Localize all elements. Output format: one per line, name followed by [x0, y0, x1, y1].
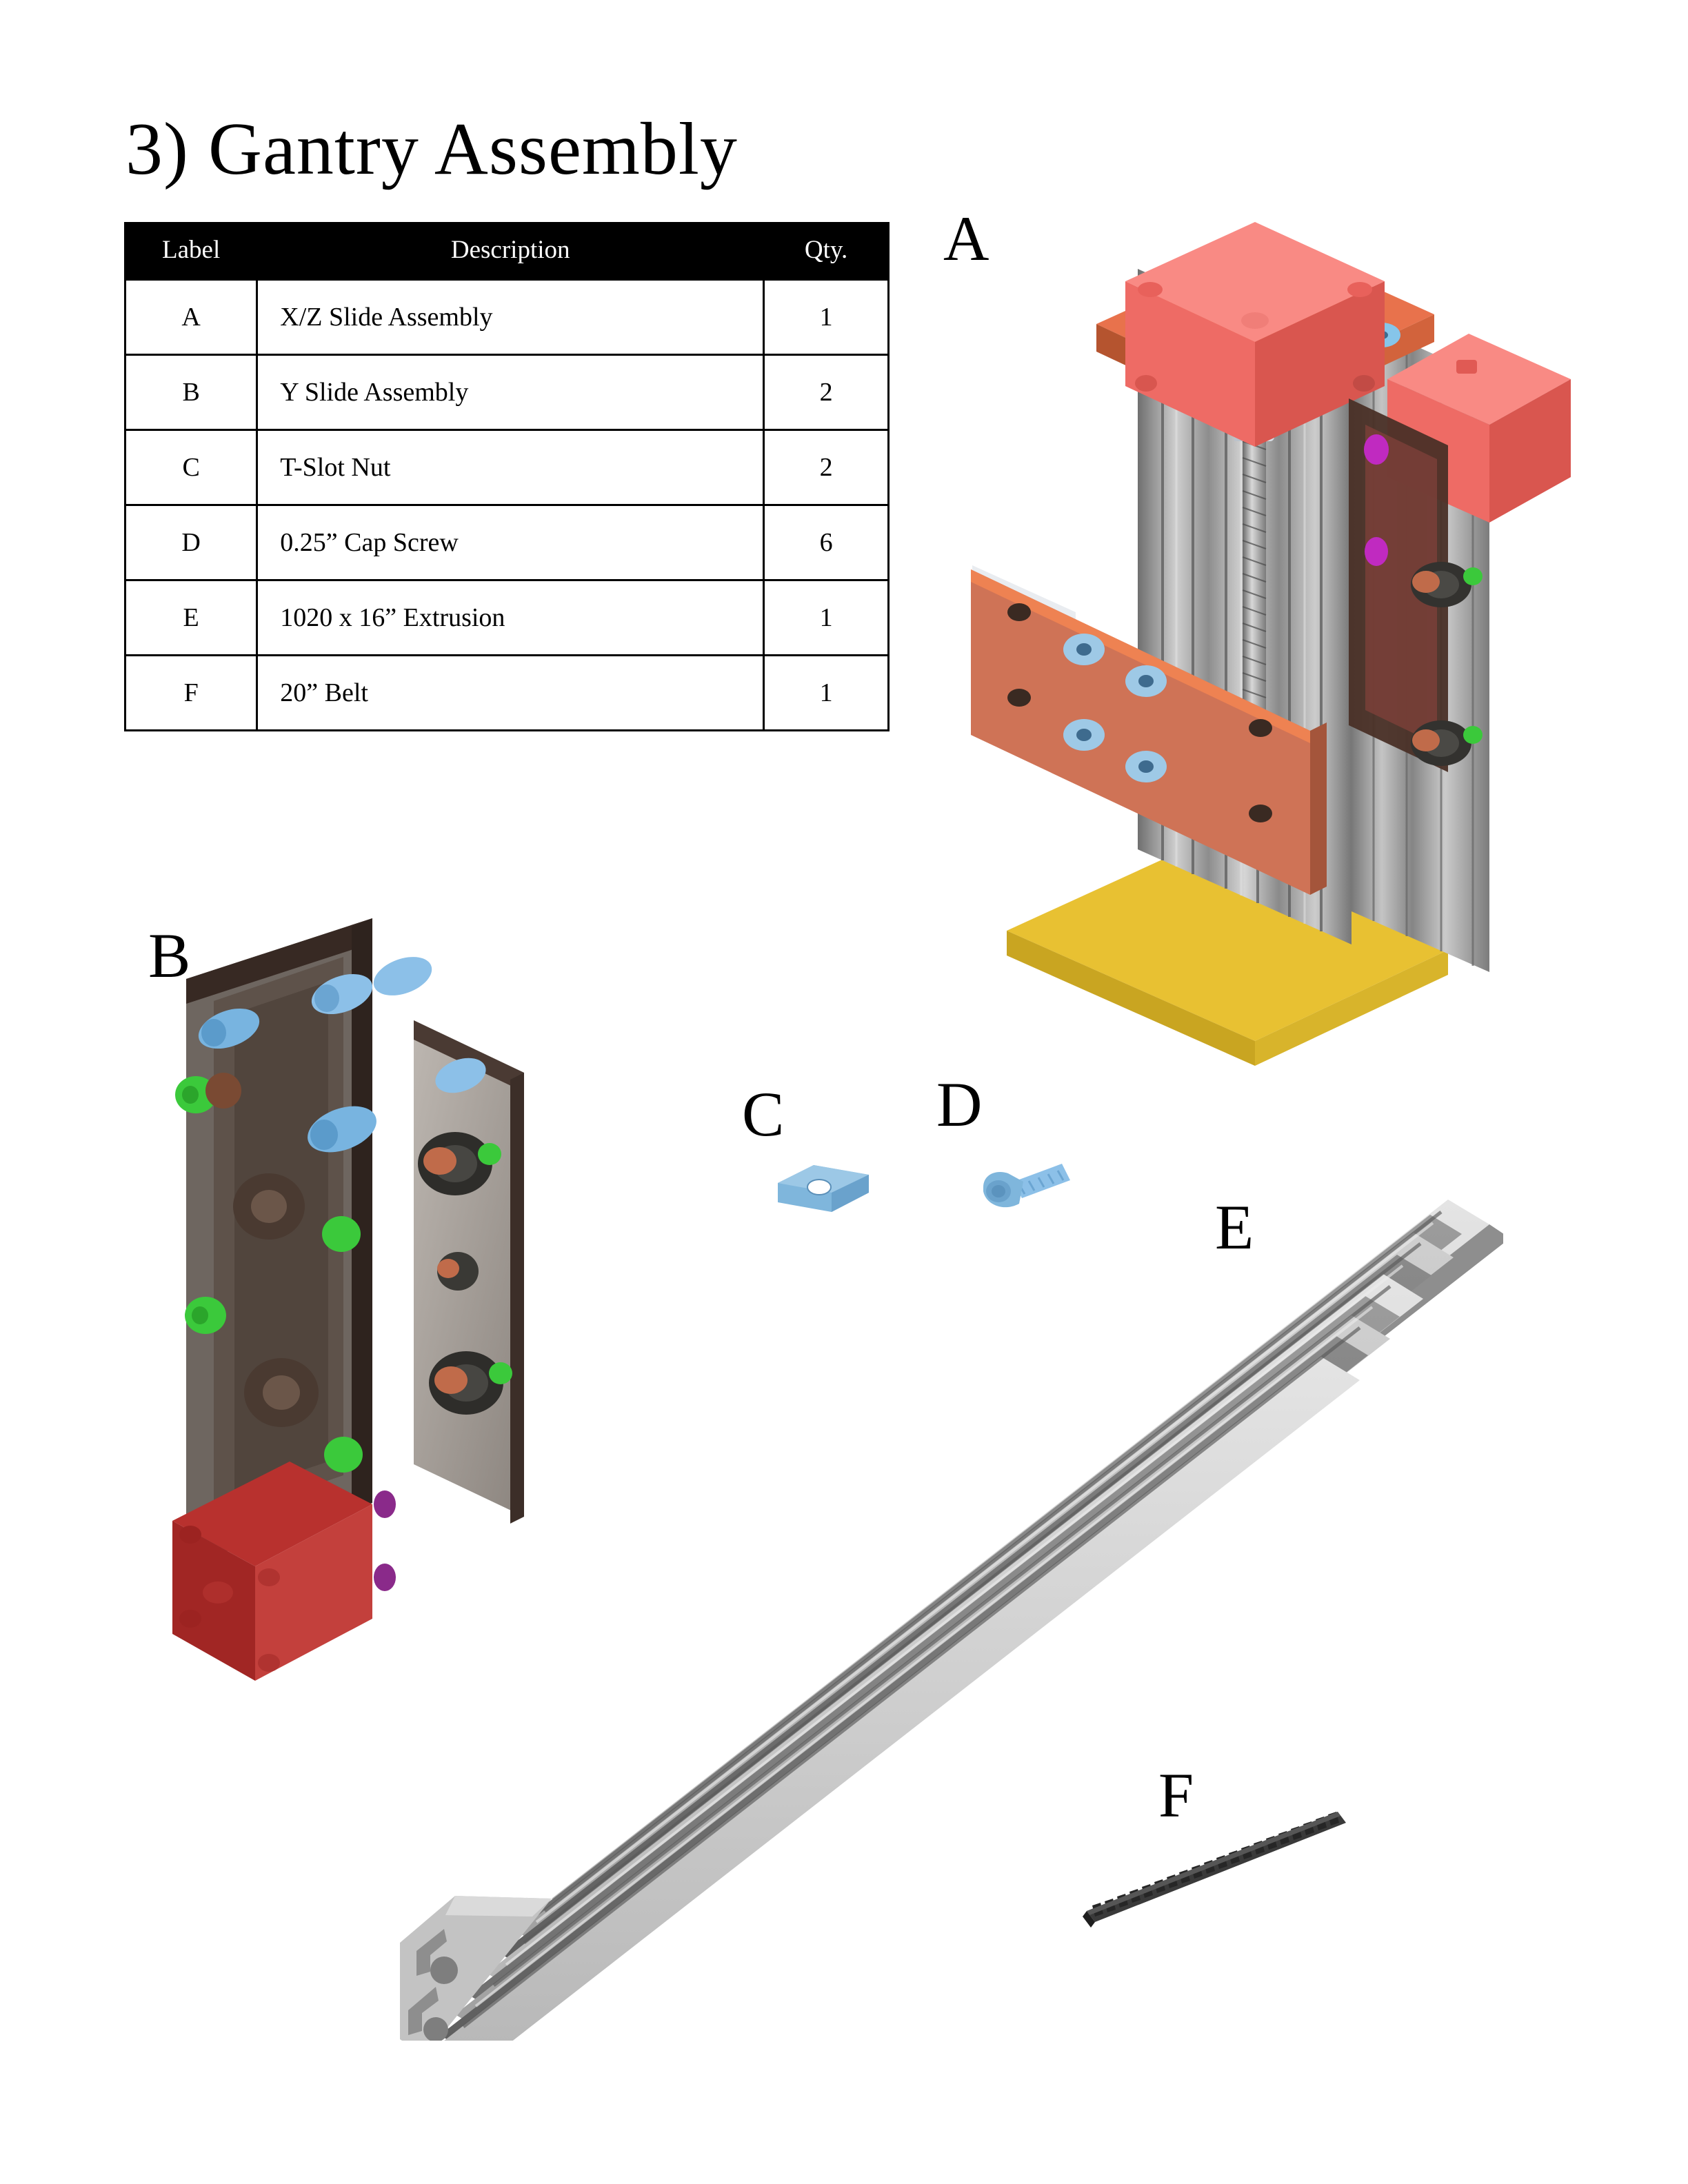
v-wheel — [1411, 720, 1483, 766]
column-header-qty: Qty. — [763, 222, 890, 281]
v-wheel — [233, 1173, 305, 1240]
cell-label: A — [123, 279, 259, 356]
carriage-plate — [971, 569, 1327, 895]
mounting-hole — [1007, 603, 1031, 621]
extrusion-illustration — [400, 1200, 1503, 2041]
table-row: E 1020 x 16” Extrusion 1 — [123, 579, 890, 656]
mounting-hole — [1249, 719, 1272, 737]
cell-description: 0.25” Cap Screw — [256, 504, 765, 581]
cell-label: D — [123, 504, 259, 581]
stepper-motor — [1125, 222, 1385, 447]
page-title: 3) Gantry Assembly — [125, 108, 738, 190]
extrusion-end-profile — [400, 1896, 552, 2041]
cell-qty: 2 — [763, 429, 890, 506]
column-header-label: Label — [123, 222, 259, 281]
nut — [185, 1297, 226, 1334]
callout-label-b: B — [148, 920, 191, 991]
mounting-hole — [1007, 689, 1031, 707]
cell-label: E — [123, 579, 259, 656]
callout-label-e: E — [1215, 1192, 1254, 1262]
cell-qty: 6 — [763, 504, 890, 581]
callout-label-c: C — [742, 1079, 785, 1149]
fastener — [374, 1490, 396, 1518]
stepper-motor — [172, 1462, 372, 1681]
mounting-hole — [1249, 805, 1272, 822]
table-row: C T-Slot Nut 2 — [123, 429, 890, 506]
standoff — [435, 1058, 486, 1093]
table-row: F 20” Belt 1 — [123, 654, 890, 731]
standoff — [373, 957, 432, 995]
cell-label: C — [123, 429, 259, 506]
table-header-row: Label Description Qty. — [123, 222, 890, 281]
standoff — [311, 973, 373, 1015]
callout-label-f: F — [1158, 1760, 1194, 1830]
cell-qty: 1 — [763, 279, 890, 356]
cell-qty: 1 — [763, 654, 890, 731]
nut — [1463, 726, 1483, 744]
y-slide-assembly-illustration — [172, 918, 524, 1681]
cell-description: X/Z Slide Assembly — [256, 279, 765, 356]
v-wheel — [1411, 562, 1483, 607]
standoff — [308, 1106, 376, 1153]
callout-label-a: A — [943, 203, 989, 274]
nut — [175, 1073, 241, 1113]
v-wheel — [437, 1252, 479, 1291]
fastener — [1365, 537, 1388, 566]
cell-description: Y Slide Assembly — [256, 354, 765, 431]
nut — [489, 1362, 512, 1384]
cap-screw — [1063, 719, 1105, 751]
table-row: D 0.25” Cap Screw 6 — [123, 504, 890, 581]
cell-description: T-Slot Nut — [256, 429, 765, 506]
table-row: A X/Z Slide Assembly 1 — [123, 279, 890, 356]
standoff — [198, 1008, 260, 1049]
cell-label: F — [123, 654, 259, 731]
table-row: B Y Slide Assembly 2 — [123, 354, 890, 431]
column-header-description: Description — [256, 222, 765, 281]
cell-qty: 2 — [763, 354, 890, 431]
fastener — [1364, 434, 1389, 465]
cell-description: 20” Belt — [256, 654, 765, 731]
nut — [322, 1216, 361, 1252]
cap-screw-illustration — [983, 1164, 1070, 1208]
callout-label-d: D — [936, 1069, 983, 1140]
cell-description: 1020 x 16” Extrusion — [256, 579, 765, 656]
belt-illustration — [1083, 1812, 1346, 1928]
bill-of-materials-table: Label Description Qty. A X/Z Slide Assem… — [123, 222, 890, 731]
v-wheel — [244, 1358, 319, 1427]
cap-screw — [1125, 665, 1167, 697]
gantry-plate — [1349, 398, 1448, 772]
fastener — [374, 1564, 396, 1591]
timing-belt — [1083, 1812, 1346, 1928]
cell-qty: 1 — [763, 579, 890, 656]
t-slot-nut-illustration — [778, 1165, 869, 1212]
cap-screw — [1063, 634, 1105, 665]
base-plate — [1007, 842, 1448, 1066]
xz-slide-assembly-illustration — [971, 222, 1571, 1066]
nut — [478, 1143, 501, 1165]
nut — [324, 1437, 363, 1473]
v-wheel — [429, 1351, 512, 1415]
v-wheel — [418, 1132, 501, 1195]
cap-screw — [1125, 751, 1167, 782]
nut — [1463, 567, 1483, 585]
cell-label: B — [123, 354, 259, 431]
